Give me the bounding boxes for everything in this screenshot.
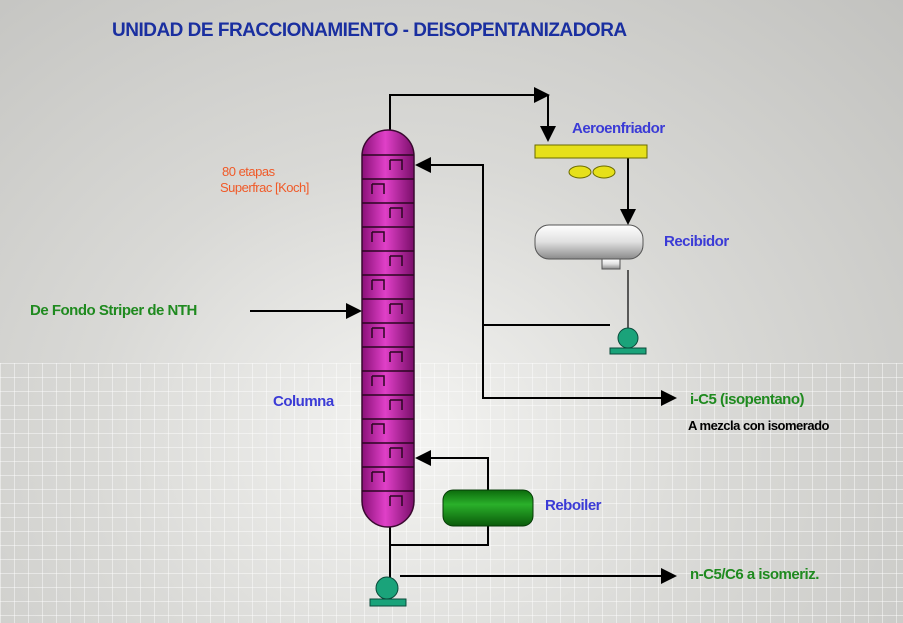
tray-downcomer	[389, 159, 403, 170]
tray-downcomer	[371, 279, 385, 290]
tray-downcomer	[371, 471, 385, 482]
bottom-product-label: n-C5/C6 a isomeriz.	[690, 566, 819, 583]
tray-downcomer	[389, 495, 403, 506]
reboiler-label: Reboiler	[545, 497, 602, 514]
bottoms-pump	[369, 576, 407, 607]
stages-note: 80 etapas	[222, 164, 275, 179]
tray-downcomer	[371, 423, 385, 434]
top-destination-label: A mezcla con isomerado	[688, 418, 829, 433]
tray-downcomer	[371, 231, 385, 242]
feed-label: De Fondo Striper de NTH	[30, 302, 197, 319]
aircooler	[534, 144, 648, 179]
tray-downcomer	[389, 207, 403, 218]
top-product-label: i-C5 (isopentano)	[690, 391, 805, 408]
tray-downcomer	[371, 375, 385, 386]
column-label: Columna	[273, 393, 334, 410]
reflux-line	[415, 157, 610, 326]
page-title: UNIDAD DE FRACCIONAMIENTO - DEISOPENTANI…	[112, 20, 627, 41]
aircooler-label: Aeroenfriador	[572, 120, 665, 137]
tray-downcomer	[389, 303, 403, 314]
overhead-vapor-line	[389, 87, 550, 135]
tray-downcomer	[389, 351, 403, 362]
packing-note: Superfrac [Koch]	[220, 180, 309, 195]
receiver-drum	[534, 224, 644, 270]
receiver-label: Recibidor	[664, 233, 729, 250]
reboiler-drum	[442, 489, 534, 527]
tray-downcomer	[371, 327, 385, 338]
tray-downcomer	[389, 399, 403, 410]
reflux-pump	[609, 327, 647, 355]
distillation-column	[361, 129, 415, 528]
tray-downcomer	[389, 447, 403, 458]
tray-downcomer	[389, 255, 403, 266]
tray-downcomer	[371, 183, 385, 194]
top-product-line	[482, 325, 677, 406]
